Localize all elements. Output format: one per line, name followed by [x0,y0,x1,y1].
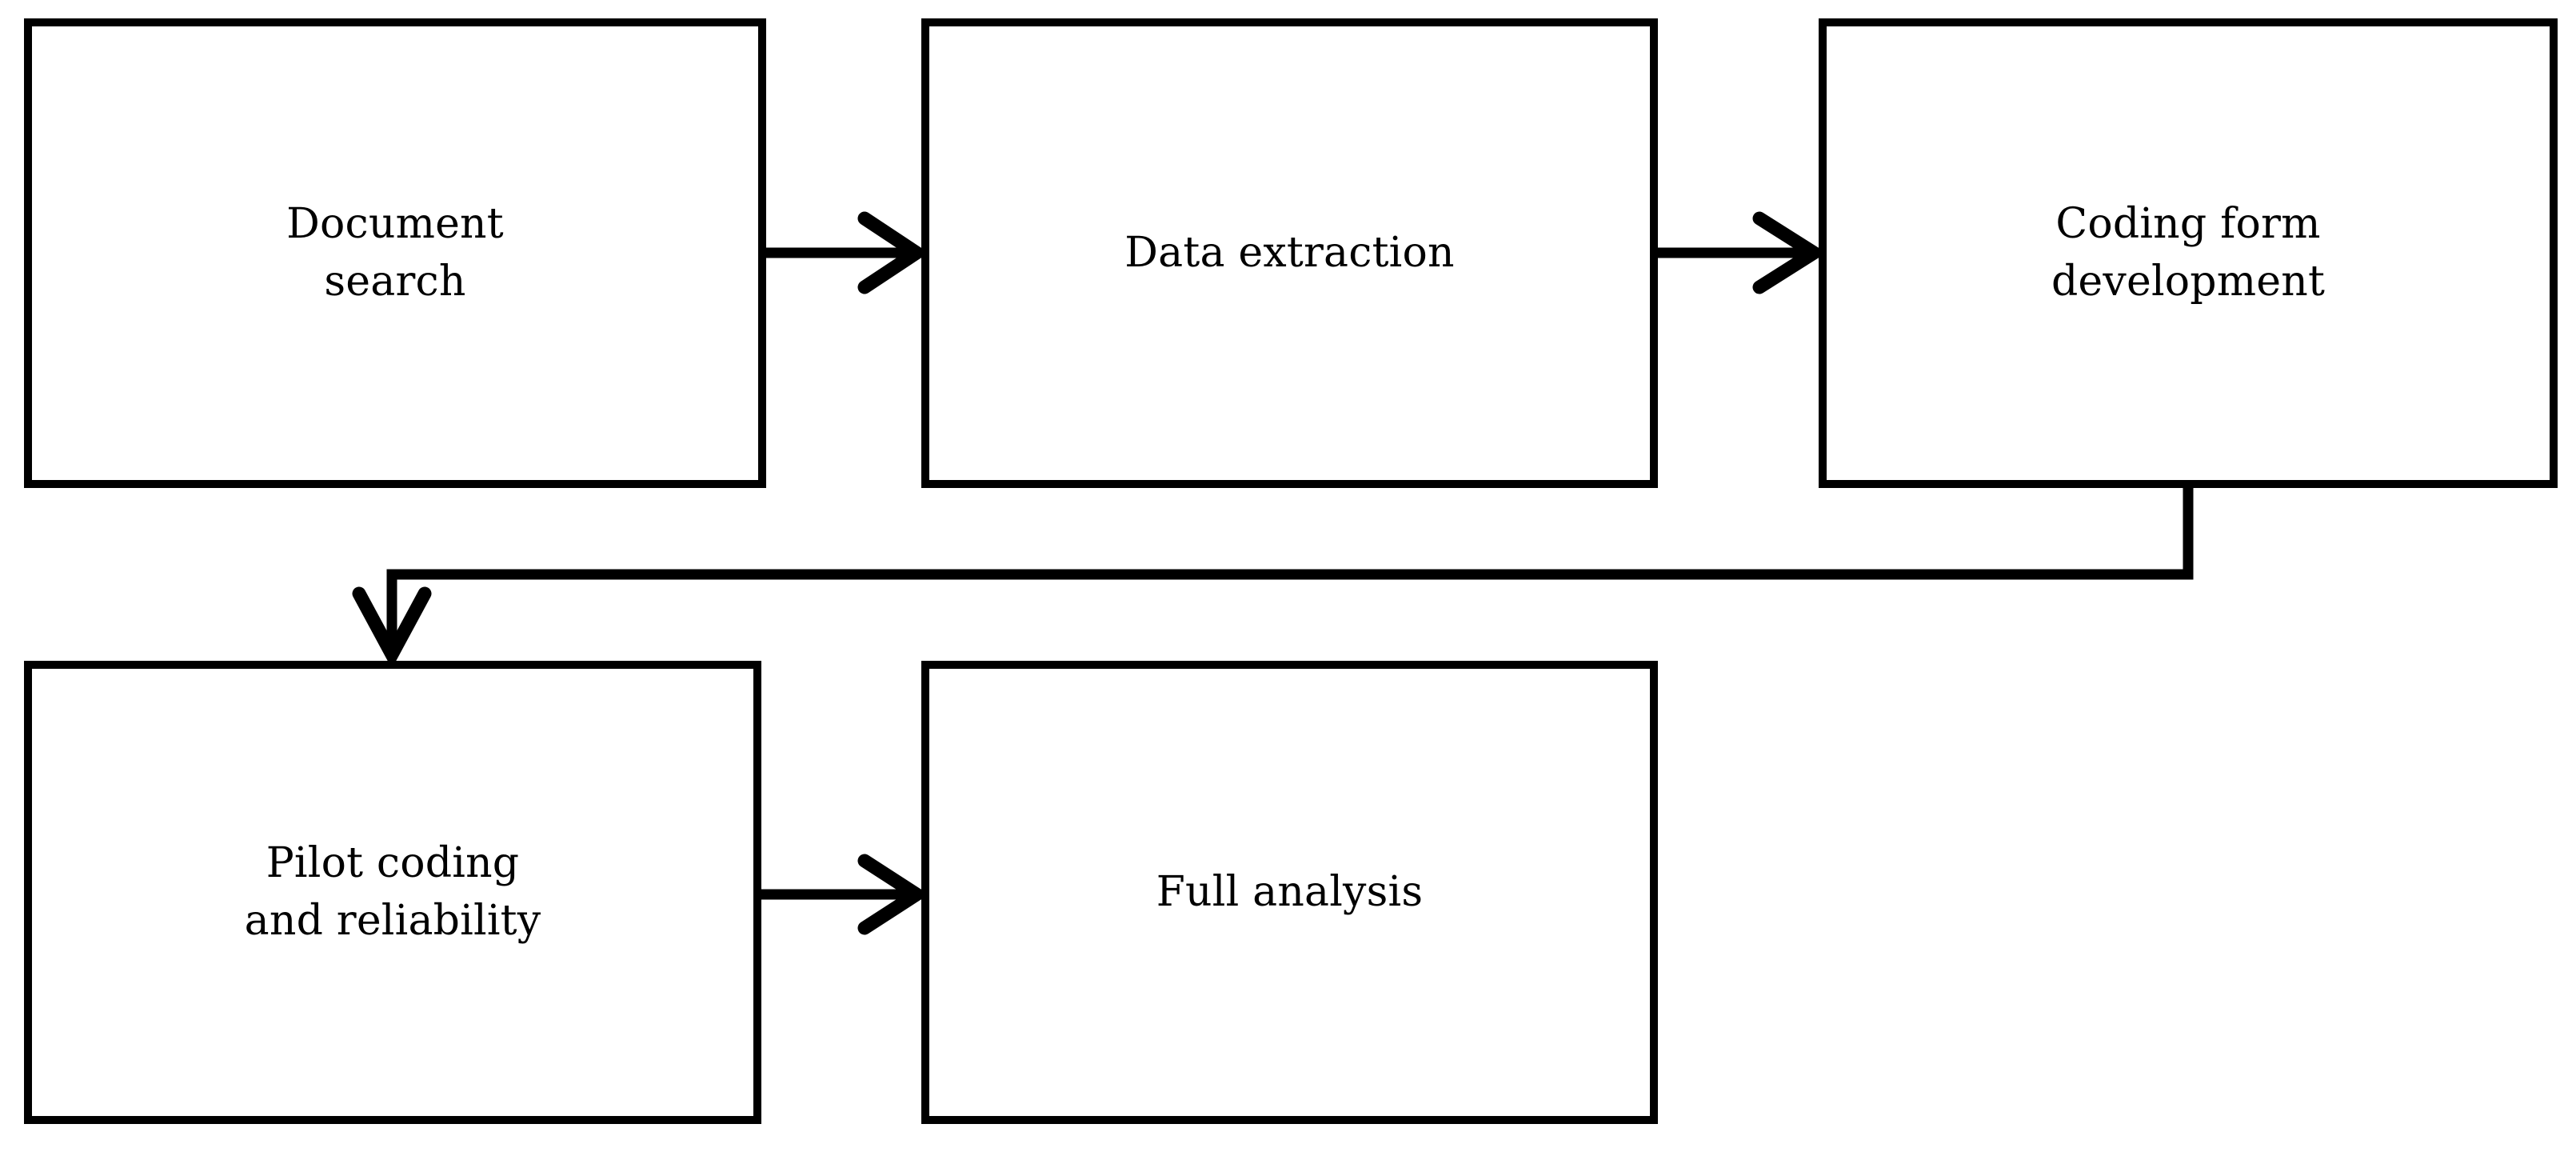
node-data-extraction[interactable]: Data extraction [921,18,1658,488]
edge-line [386,483,2194,650]
node-label: Document search [286,199,504,306]
node-label: Coding form development [2051,199,2326,306]
node-label: Data extraction [1124,228,1455,277]
edge-document-search-to-data-extraction [765,211,929,294]
node-label: Pilot coding and reliability [244,838,541,945]
node-coding-form-development[interactable]: Coding form development [1819,18,2558,488]
node-pilot-coding-and-reliability[interactable]: Pilot coding and reliability [24,661,761,1124]
node-document-search[interactable]: Document search [24,18,766,488]
arrowhead-down-icon [352,586,432,669]
arrowhead-right-icon [857,854,929,935]
edge-data-extraction-to-coding-form [1657,211,1827,294]
edge-pilot-coding-to-full-analysis [761,854,929,935]
arrowhead-right-icon [857,211,929,294]
node-full-analysis[interactable]: Full analysis [921,661,1658,1124]
node-label: Full analysis [1156,867,1424,916]
arrowhead-right-icon [1752,211,1827,294]
edge-coding-form-to-pilot-coding [352,483,2194,669]
